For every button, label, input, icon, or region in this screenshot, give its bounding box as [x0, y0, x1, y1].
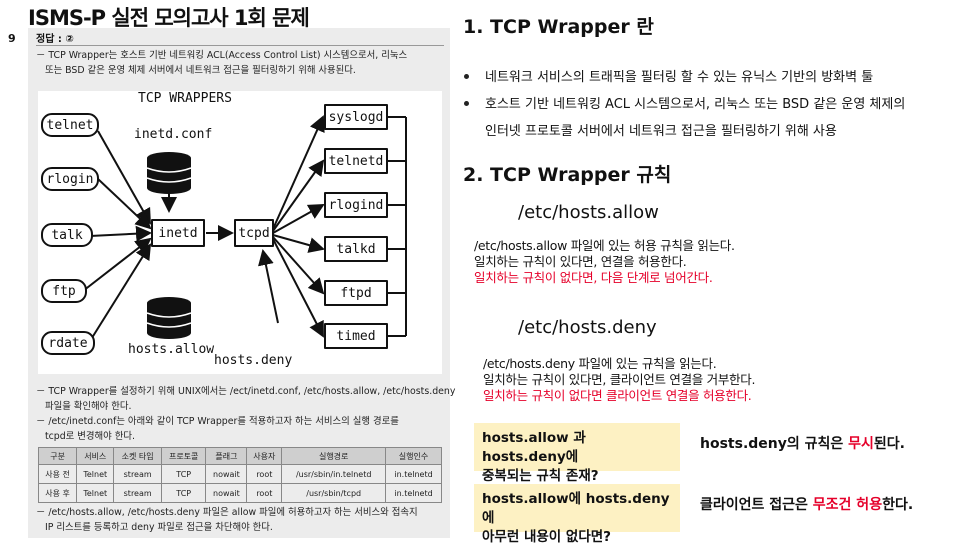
diagram-title: TCP WRAPPERS — [138, 91, 232, 106]
hosts-allow-path: /etc/hosts.allow — [518, 202, 659, 223]
question-box-empty: hosts.allow에 hosts.deny에 아무런 내용이 없다면? — [474, 484, 680, 545]
question-box-line-1: hosts.allow에 hosts.deny에 — [482, 491, 670, 526]
table-cell: Telnet — [76, 483, 115, 503]
table-row: 사용 후 Telnet stream TCP nowait root /usr/… — [37, 483, 442, 503]
hosts-deny-label: hosts.deny — [214, 353, 293, 368]
table-cell: stream — [113, 483, 162, 503]
table-cell: nowait — [205, 464, 248, 484]
table-cell: root — [246, 483, 283, 503]
slide-title: ISMS-P 실전 모의고사 1회 문제 — [28, 6, 310, 30]
client-rdate: rdate — [41, 331, 95, 355]
bullet-icon — [464, 101, 469, 106]
bullet-2-line-2: 인터넷 프로토콜 서버에서 네트워크 접근을 필터링하기 위해 사용 — [485, 124, 837, 139]
table-header-row: 구분 서비스 소켓 타입 프로토콜 플래그 사용자 실행경로 실행인수 — [37, 447, 442, 465]
daemon-rlogind: rlogind — [324, 192, 388, 218]
section-heading-1: 1. TCP Wrapper 란 — [463, 16, 654, 38]
deny-rule-2: 일치하는 규칙이 있다면, 클라이언트 연결을 거부한다. — [483, 372, 756, 387]
answer-text: 클라이언트 접근은 — [700, 497, 813, 513]
answer-text: hosts.deny의 규칙은 — [700, 436, 849, 452]
table-cell: stream — [113, 464, 162, 484]
table-row: 사용 전 Telnet stream TCP nowait root /usr/… — [37, 464, 442, 484]
inetd-box: inetd — [151, 219, 205, 247]
question-box-line-1: hosts.allow 과 hosts.deny에 — [482, 430, 586, 465]
deny-rule-1: /etc/hosts.deny 파일에 있는 규칙을 읽는다. — [483, 356, 717, 371]
table-cell: 사용 후 — [37, 483, 78, 503]
client-rlogin: rlogin — [41, 167, 99, 191]
table-cell: TCP — [160, 483, 207, 503]
inetd-conf-table: 구분 서비스 소켓 타입 프로토콜 플래그 사용자 실행경로 실행인수 사용 전… — [37, 447, 442, 503]
question-box-duplicate: hosts.allow 과 hosts.deny에 중복되는 규칙 존재? — [474, 423, 680, 484]
section-heading-2: 2. TCP Wrapper 규칙 — [463, 164, 672, 186]
allow-rule-1: /etc/hosts.allow 파일에 있는 허용 규칙을 읽는다. — [474, 238, 735, 253]
inetd-conf-label: inetd.conf — [134, 127, 213, 142]
table-header: 프로토콜 — [160, 447, 207, 465]
bullet-1: 네트워크 서비스의 트래픽을 필터링 할 수 있는 유닉스 기반의 방화벽 툴 — [485, 70, 874, 85]
note-3-line-1: － /etc/hosts.allow, /etc/hosts.deny 파일은 … — [36, 507, 418, 518]
allow-rule-2: 일치하는 규칙이 있다면, 연결을 허용한다. — [474, 254, 687, 269]
client-ftp: ftp — [41, 279, 87, 303]
answer-empty: 클라이언트 접근은 무조건 허용한다. — [700, 494, 913, 514]
note-1-line-1: － TCP Wrapper를 설정하기 위해 UNIX에서는 /ect/inet… — [36, 386, 456, 397]
daemon-ftpd: ftpd — [324, 280, 388, 306]
answer-label: 정답 : ② — [36, 34, 74, 45]
table-cell: nowait — [205, 483, 248, 503]
hosts-deny-path: /etc/hosts.deny — [518, 317, 657, 338]
question-number: 9 — [8, 32, 16, 45]
answer-highlight: 무시 — [848, 436, 874, 452]
question-box-line-2: 중복되는 규칙 존재? — [482, 468, 599, 484]
answer-duplicate: hosts.deny의 규칙은 무시된다. — [700, 433, 905, 453]
table-cell: /usr/sbin/in.telnetd — [281, 464, 387, 484]
table-header: 플래그 — [205, 447, 248, 465]
note-3-line-2: IP 리스트를 등록하고 deny 파일로 접근을 차단해야 한다. — [36, 522, 273, 533]
table-cell: 사용 전 — [37, 464, 78, 484]
daemon-telnetd: telnetd — [324, 148, 388, 174]
daemon-syslogd: syslogd — [324, 104, 388, 130]
deny-rule-3: 일치하는 규칙이 없다면 클라이언트 연결을 허용한다. — [483, 388, 752, 403]
daemon-timed: timed — [324, 323, 388, 349]
answer-highlight: 무조건 허용 — [812, 497, 883, 513]
intro-line-2: 또는 BSD 같은 운영 체제 서버에서 네트워크 접근을 필터링하기 위해 사… — [36, 65, 356, 76]
allow-rule-3: 일치하는 규칙이 없다면, 다음 단계로 넘어간다. — [474, 270, 713, 285]
note-2-line-2: tcpd로 변경해야 한다. — [36, 431, 135, 442]
bullet-2-line-1: 호스트 기반 네트워킹 ACL 시스템으로서, 리눅스 또는 BSD 같은 운영… — [485, 97, 906, 112]
note-2-line-1: － /etc/inetd.conf는 아래와 같이 TCP Wrapper를 적… — [36, 416, 399, 427]
question-box-line-2: 아무런 내용이 없다면? — [482, 529, 612, 545]
table-cell: in.telnetd — [385, 483, 442, 503]
table-cell: TCP — [160, 464, 207, 484]
table-header: 구분 — [37, 447, 78, 465]
table-cell: /usr/sbin/tcpd — [281, 483, 387, 503]
diagram-connectors — [82, 115, 407, 342]
tcpd-box: tcpd — [234, 219, 274, 247]
note-1-line-2: 파일을 확인해야 한다. — [36, 401, 132, 412]
intro-line-1: － TCP Wrapper는 호스트 기반 네트워킹 ACL(Access Co… — [36, 50, 408, 61]
answer-text: 된다. — [873, 436, 905, 452]
table-header: 사용자 — [246, 447, 283, 465]
table-header: 실행인수 — [385, 447, 442, 465]
table-header: 서비스 — [76, 447, 115, 465]
client-talk: talk — [41, 223, 93, 247]
daemon-talkd: talkd — [324, 236, 388, 262]
table-cell: Telnet — [76, 464, 115, 484]
table-cell: in.telnetd — [385, 464, 442, 484]
table-cell: root — [246, 464, 283, 484]
answer-text: 한다. — [882, 497, 914, 513]
table-header: 실행경로 — [281, 447, 387, 465]
table-header: 소켓 타입 — [113, 447, 162, 465]
tcp-wrappers-diagram: TCP WRAPPERS inetd.conf hosts.allow host… — [38, 91, 442, 374]
client-telnet: telnet — [41, 113, 99, 137]
hosts-allow-label: hosts.allow — [128, 342, 215, 357]
bullet-icon — [464, 74, 469, 79]
divider — [36, 45, 444, 46]
